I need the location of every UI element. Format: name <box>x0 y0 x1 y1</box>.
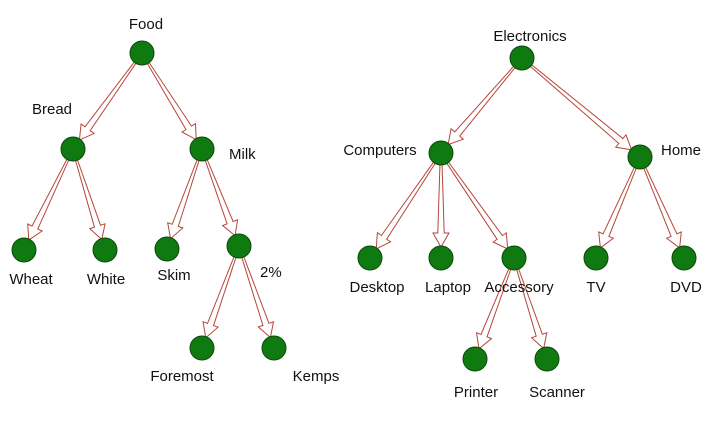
node-label-printer: Printer <box>454 384 498 401</box>
edge-arrow-computers-to-laptop <box>432 162 450 249</box>
node-label-electronics: Electronics <box>493 28 566 45</box>
node-label-foremost: Foremost <box>150 368 214 385</box>
node-label-computers: Computers <box>343 142 416 159</box>
node-tv <box>583 245 609 271</box>
node-label-food: Food <box>129 16 163 33</box>
node-computers <box>428 140 454 166</box>
node-label-bread: Bread <box>32 101 72 118</box>
node-label-skim: Skim <box>157 267 190 284</box>
edge-arrow-milk-to-skim <box>167 157 201 240</box>
edge-arrow-two-percent-to-kemps <box>240 254 275 339</box>
edge-arrow-milk-to-two-percent <box>204 157 239 237</box>
node-scanner <box>534 346 560 372</box>
node-two-percent <box>226 233 252 259</box>
node-white <box>92 237 118 263</box>
node-label-home: Home <box>661 142 701 159</box>
node-dvd <box>671 245 697 271</box>
edge-arrow-accessory-to-printer <box>475 266 512 350</box>
node-milk <box>189 136 215 162</box>
edge-arrow-bread-to-white <box>74 157 106 241</box>
node-label-desktop: Desktop <box>349 279 404 296</box>
node-label-tv: TV <box>586 279 605 296</box>
edge-arrow-electronics-to-computers <box>447 64 517 146</box>
node-label-two-percent: 2% <box>260 264 282 281</box>
node-wheat <box>11 237 37 263</box>
edge-arrow-accessory-to-scanner <box>515 266 548 350</box>
node-label-white: White <box>87 271 125 288</box>
node-laptop <box>428 245 454 271</box>
node-accessory <box>501 245 527 271</box>
node-label-kemps: Kemps <box>293 368 340 385</box>
node-label-scanner: Scanner <box>529 384 585 401</box>
node-food <box>129 40 155 66</box>
edge-arrow-computers-to-desktop <box>375 160 437 250</box>
edge-arrow-bread-to-wheat <box>27 156 71 242</box>
node-label-accessory: Accessory <box>484 279 554 296</box>
nodes-layer <box>11 40 697 372</box>
edges-layer <box>27 59 682 350</box>
node-kemps <box>261 335 287 361</box>
node-label-milk: Milk <box>229 146 256 163</box>
edge-arrow-home-to-tv <box>598 165 638 249</box>
node-electronics <box>509 45 535 71</box>
edge-arrow-home-to-dvd <box>642 165 682 249</box>
node-label-dvd: DVD <box>670 279 702 296</box>
edge-arrow-food-to-bread <box>78 59 138 141</box>
node-foremost <box>189 335 215 361</box>
edge-arrow-computers-to-accessory <box>445 160 509 250</box>
node-desktop <box>357 245 383 271</box>
node-skim <box>154 236 180 262</box>
node-bread <box>60 136 86 162</box>
node-home <box>627 144 653 170</box>
edge-arrow-two-percent-to-foremost <box>202 254 238 339</box>
node-label-wheat: Wheat <box>9 271 53 288</box>
node-label-laptop: Laptop <box>425 279 471 296</box>
edge-arrow-electronics-to-home <box>528 63 633 151</box>
edge-arrow-food-to-milk <box>145 60 197 141</box>
node-printer <box>462 346 488 372</box>
